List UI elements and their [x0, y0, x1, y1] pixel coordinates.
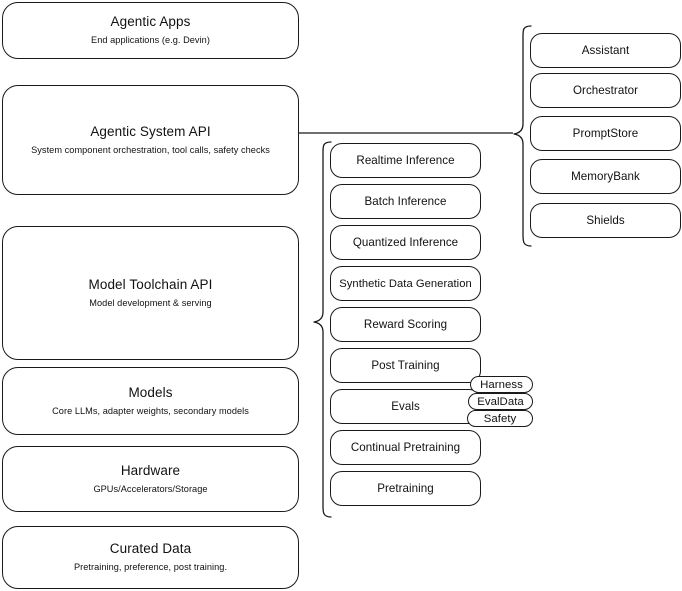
- system-component-box-shields[interactable]: Shields: [530, 203, 681, 238]
- toolchain-box-continual-pretraining[interactable]: Continual Pretraining: [330, 430, 481, 465]
- toolchain-label: Synthetic Data Generation: [339, 277, 472, 290]
- layer-subtitle: Core LLMs, adapter weights, secondary mo…: [52, 405, 249, 416]
- system-component-label: Orchestrator: [572, 84, 639, 97]
- layer-subtitle: End applications (e.g. Devin): [91, 35, 210, 46]
- toolchain-box-evals[interactable]: Evals: [330, 389, 481, 424]
- system-component-box-orchestrator[interactable]: Orchestrator: [530, 73, 681, 108]
- eval-badge-evaldata[interactable]: EvalData: [468, 393, 533, 410]
- system-component-box-memorybank[interactable]: MemoryBank: [530, 159, 681, 194]
- toolchain-box-quantized-inference[interactable]: Quantized Inference: [330, 225, 481, 260]
- layer-title: Hardware: [120, 462, 181, 478]
- layer-box-models[interactable]: Models Core LLMs, adapter weights, secon…: [2, 367, 299, 435]
- toolchain-label: Post Training: [371, 359, 440, 372]
- eval-badge-label: Safety: [483, 412, 517, 425]
- layer-box-hardware[interactable]: Hardware GPUs/Accelerators/Storage: [2, 446, 299, 512]
- toolchain-box-synthetic-data-generation[interactable]: Synthetic Data Generation: [330, 266, 481, 301]
- toolchain-label: Reward Scoring: [363, 318, 448, 331]
- toolchain-box-reward-scoring[interactable]: Reward Scoring: [330, 307, 481, 342]
- layer-subtitle: System component orchestration, tool cal…: [31, 144, 270, 155]
- layer-box-agentic-apps[interactable]: Agentic Apps End applications (e.g. Devi…: [2, 2, 299, 59]
- toolchain-label: Realtime Inference: [356, 154, 455, 167]
- eval-badge-label: Harness: [480, 378, 523, 391]
- toolchain-box-post-training[interactable]: Post Training: [330, 348, 481, 383]
- toolchain-label: Evals: [391, 400, 420, 413]
- toolchain-label: Batch Inference: [364, 195, 447, 208]
- system-component-label: MemoryBank: [571, 170, 640, 183]
- layer-subtitle: Model development & serving: [89, 297, 212, 308]
- system-component-label: Assistant: [581, 44, 630, 57]
- toolchain-label: Pretraining: [377, 482, 434, 495]
- system-component-box-assistant[interactable]: Assistant: [530, 33, 681, 68]
- layer-title: Curated Data: [109, 541, 192, 557]
- layer-box-agentic-system-api[interactable]: Agentic System API System component orch…: [2, 85, 299, 195]
- toolchain-label: Quantized Inference: [352, 236, 459, 249]
- layer-subtitle: Pretraining, preference, post training.: [73, 562, 228, 573]
- system-component-box-promptstore[interactable]: PromptStore: [530, 116, 681, 151]
- layer-subtitle: GPUs/Accelerators/Storage: [93, 483, 208, 494]
- toolchain-label: Continual Pretraining: [350, 441, 461, 454]
- layer-title: Agentic Apps: [110, 14, 191, 30]
- toolchain-box-realtime-inference[interactable]: Realtime Inference: [330, 143, 481, 178]
- eval-badge-safety[interactable]: Safety: [467, 410, 533, 427]
- connector-line-agentic-system-api: [298, 126, 514, 140]
- toolchain-box-pretraining[interactable]: Pretraining: [330, 471, 481, 506]
- toolchain-box-batch-inference[interactable]: Batch Inference: [330, 184, 481, 219]
- eval-badge-harness[interactable]: Harness: [470, 376, 533, 393]
- layer-box-curated-data[interactable]: Curated Data Pretraining, preference, po…: [2, 526, 299, 589]
- eval-badge-label: EvalData: [477, 395, 524, 408]
- layer-title: Agentic System API: [90, 123, 211, 139]
- system-component-label: Shields: [586, 214, 625, 227]
- system-component-label: PromptStore: [572, 127, 639, 140]
- layer-box-model-toolchain-api[interactable]: Model Toolchain API Model development & …: [2, 226, 299, 360]
- layer-title: Models: [128, 384, 173, 400]
- layer-title: Model Toolchain API: [88, 276, 213, 292]
